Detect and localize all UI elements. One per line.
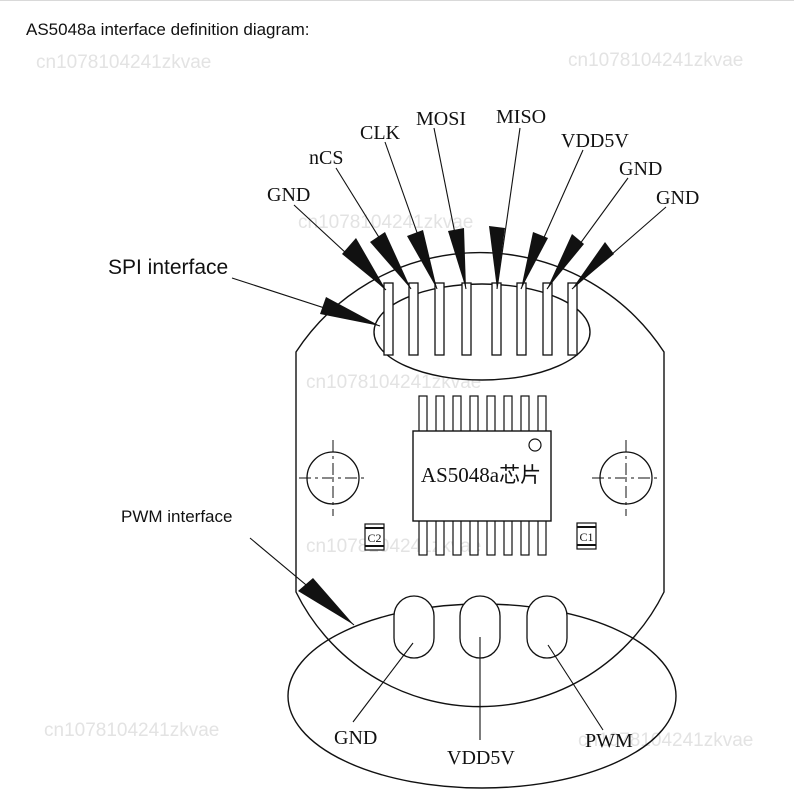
- spi-pin: [491, 282, 502, 356]
- mounting-hole-right: [592, 440, 660, 516]
- chip-pin: [469, 395, 479, 434]
- spi-connector-ellipse: [373, 283, 591, 381]
- mounting-hole-left: [299, 440, 367, 516]
- watermark: cn1078104241zkvae: [44, 720, 219, 741]
- chip-pin: [486, 517, 496, 556]
- spi-pin-label: nCS: [309, 147, 343, 169]
- spi-pin-row: [383, 282, 578, 356]
- pwm-leader-lines: [352, 637, 604, 740]
- arrowhead: [407, 230, 437, 289]
- spi-interface-label: SPI interface: [108, 256, 228, 279]
- chip-pin: [452, 517, 462, 556]
- pwm-pin-label: VDD5V: [447, 747, 515, 769]
- pwm-pin-label: PWM: [585, 730, 633, 752]
- chip-pin: [452, 395, 462, 434]
- spi-pin-label: CLK: [360, 122, 401, 144]
- chip-pin: [537, 395, 547, 434]
- spi-pin-label: MISO: [496, 106, 546, 128]
- pwm-pads: [393, 595, 568, 659]
- watermark: cn1078104241zkvae: [306, 372, 481, 393]
- chip-pin: [435, 517, 445, 556]
- arrowhead: [521, 232, 548, 289]
- spi-pin-label: GND: [267, 184, 310, 206]
- watermark: cn1078104241zkvae: [36, 52, 211, 73]
- chip-pin: [520, 395, 530, 434]
- watermark: cn1078104241zkvae: [298, 212, 473, 233]
- top-border: [0, 0, 794, 1]
- pwm-pin-label: GND: [334, 727, 377, 749]
- chip-pin: [418, 517, 428, 556]
- pwm-pad: [393, 595, 435, 659]
- chip-pin: [520, 517, 530, 556]
- spi-pin-labels: GND nCS CLK MOSI MISO VDD5V GND GND: [267, 106, 699, 209]
- spi-pin-label: MOSI: [416, 108, 466, 130]
- spi-arrowheads: [342, 226, 614, 290]
- pin1-marker: [528, 438, 542, 452]
- arrowhead: [547, 234, 584, 289]
- pwm-pad: [526, 595, 568, 659]
- spi-pin: [408, 282, 419, 356]
- capacitor-label: C2: [367, 531, 381, 545]
- arrowhead: [370, 232, 411, 289]
- arrowhead: [342, 238, 386, 290]
- chip-pin: [486, 395, 496, 434]
- arrowhead: [448, 228, 466, 289]
- chip-pin: [503, 517, 513, 556]
- arrowhead: [572, 242, 614, 289]
- spi-pin: [516, 282, 527, 356]
- spi-pin: [461, 282, 472, 356]
- pwm-pin-labels: GND VDD5V PWM: [334, 727, 633, 769]
- spi-pin: [542, 282, 553, 356]
- chip-label: AS5048a芯片: [421, 463, 541, 487]
- chip-pins: [418, 395, 547, 556]
- pwm-interface-label: PWM interface: [121, 507, 232, 526]
- spi-pin: [434, 282, 445, 356]
- capacitor-c1: C1: [576, 522, 597, 550]
- chip-pin: [418, 395, 428, 434]
- spi-pin: [567, 282, 578, 356]
- spi-leader-lines: [293, 127, 667, 291]
- chip-pin: [537, 517, 547, 556]
- spi-pin-label: VDD5V: [561, 130, 629, 152]
- chip-pin: [469, 517, 479, 556]
- pwm-callout-arrowhead: [298, 578, 354, 625]
- chip-pin: [435, 395, 445, 434]
- chip-body: [412, 430, 552, 522]
- spi-pin-label: GND: [619, 158, 662, 180]
- spi-callout-arrowhead: [320, 297, 380, 326]
- arrowhead: [489, 226, 505, 289]
- chip-pin: [503, 395, 513, 434]
- diagram-heading: AS5048a interface definition diagram:: [26, 20, 310, 39]
- watermark: cn1078104241zkvae: [568, 50, 743, 71]
- capacitor-c2: C2: [364, 523, 385, 551]
- board-outline: [295, 251, 665, 708]
- spi-pin-label: GND: [656, 187, 699, 209]
- watermark: cn1078104241zkvae: [578, 730, 753, 751]
- capacitor-label: C1: [579, 530, 593, 544]
- spi-pin: [383, 282, 394, 356]
